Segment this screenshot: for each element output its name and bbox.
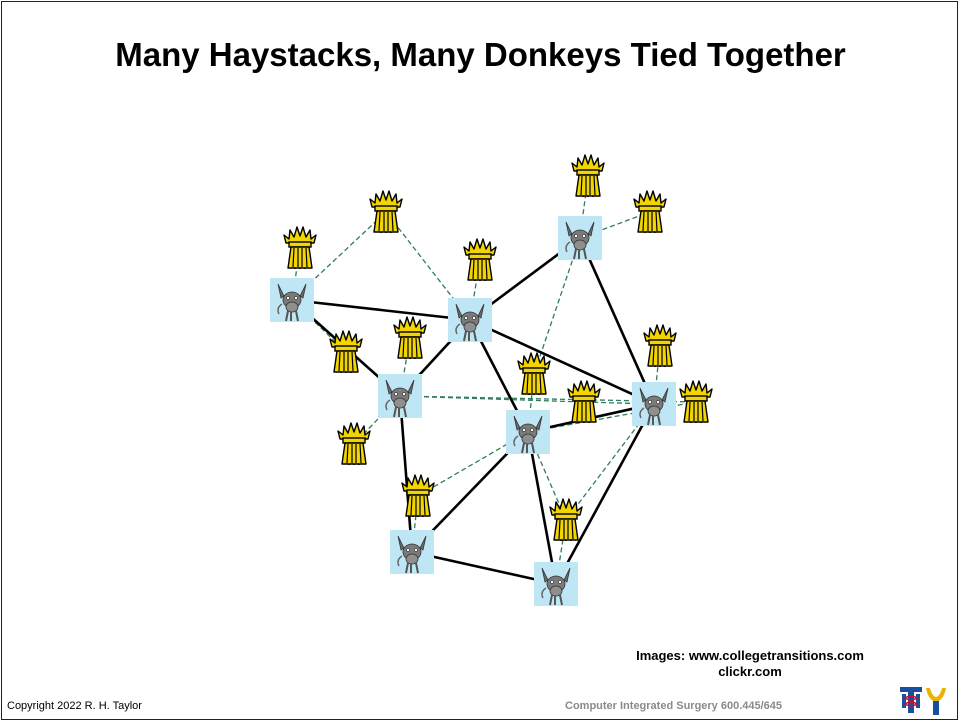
copyright-text: Copyright 2022 R. H. Taylor (7, 700, 142, 712)
dashed-edge (291, 211, 387, 301)
dashed-edge (417, 431, 529, 497)
haystack-icon (369, 190, 403, 234)
haystack-icon (633, 190, 667, 234)
donkey-icon (390, 530, 434, 574)
donkey-icon (270, 278, 314, 322)
donkey-icon (378, 374, 422, 418)
image-credits: Images: www.collegetransitions.com click… (600, 648, 900, 680)
donkey-icon (506, 410, 550, 454)
haystack-icon (337, 422, 371, 466)
solid-edge (411, 550, 557, 586)
solid-edge (554, 403, 656, 585)
solid-edge (469, 318, 655, 406)
solid-edge (526, 431, 558, 585)
credits-line-1: Images: www.collegetransitions.com (636, 648, 864, 663)
haystack-icon (517, 352, 551, 396)
donkey-icon (558, 216, 602, 260)
solid-edge (291, 298, 471, 322)
haystack-icon (549, 498, 583, 542)
haystack-icon (463, 238, 497, 282)
donkey-icon (448, 298, 492, 342)
credits-line-2: clickr.com (718, 664, 782, 679)
donkey-icon (632, 382, 676, 426)
donkey-icon (534, 562, 578, 606)
haystack-icon (393, 316, 427, 360)
haystack-icon (283, 226, 317, 270)
haystack-icon (571, 154, 605, 198)
course-name: Computer Integrated Surgery 600.445/645 (565, 700, 783, 712)
solid-edge (398, 395, 414, 553)
solid-edge (578, 237, 656, 405)
jhu-logo-icon (900, 687, 946, 715)
slide-title: Many Haystacks, Many Donkeys Tied Togeth… (115, 36, 846, 73)
dashed-edge (399, 395, 585, 403)
dashed-edge (385, 211, 471, 321)
haystack-icon (643, 324, 677, 368)
